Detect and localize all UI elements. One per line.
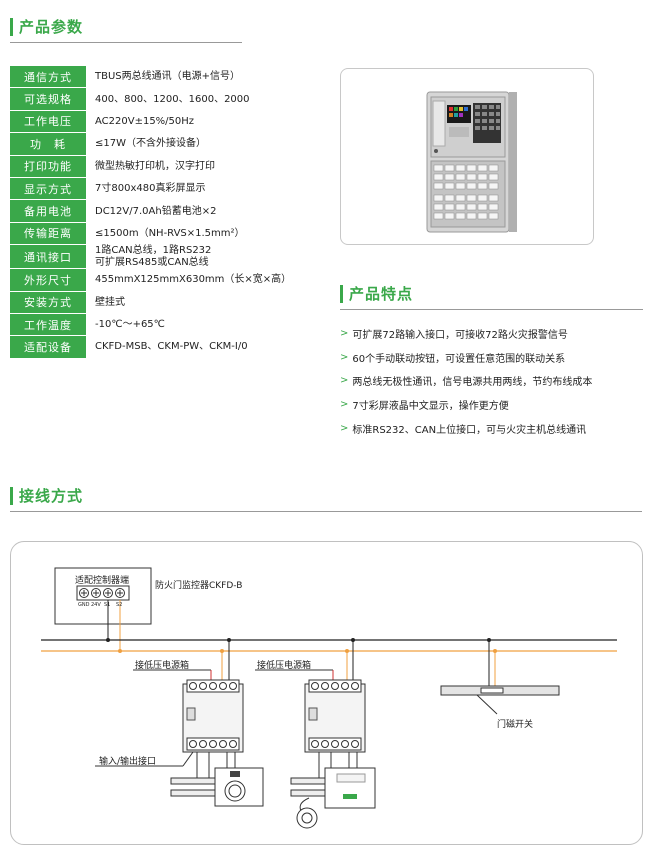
section-title-text: 产品参数 [19, 18, 84, 36]
io-module-2 [304, 679, 366, 753]
spec-row: 外形尺寸 455mmX125mmX630mm（长×宽×高） [10, 269, 328, 292]
spec-value-line: 微型热敏打印机，汉字打印 [95, 160, 215, 172]
spec-value-line: DC12V/7.0Ah铅蓄电池×2 [95, 205, 217, 217]
spec-value-line: ≤17W（不含外接设备） [95, 138, 206, 150]
controller-terminal-label: 适配控制器端 [75, 576, 130, 586]
controller-name: 防火门监控器CKFD-B [155, 581, 243, 591]
spec-row: 打印功能微型热敏打印机，汉字打印 [10, 155, 328, 178]
psu-label-2: 接低压电源箱 [257, 661, 312, 671]
spec-value-line: 1路CAN总线，1路RS232 [95, 245, 212, 257]
feature-item: >7寸彩屏液晶中文显示，操作更方便 [340, 393, 592, 417]
feature-item: >两总线无极性通讯，信号电源共用两线，节约布线成本 [340, 369, 592, 393]
spec-value-line: CKFD-MSB、CKM-PW、CKM-I/0 [95, 341, 248, 353]
spec-label: 可选规格 [10, 88, 86, 111]
door-magnet-switch [440, 685, 560, 715]
spec-value: ≤1500m（NH-RVS×1.5mm²） [86, 228, 245, 240]
spec-row: 安装方式壁挂式 [10, 291, 328, 314]
spec-row: 通信方式 TBUS两总线通讯（电源+信号） [10, 66, 328, 89]
spec-value: AC220V±15%/50Hz [86, 116, 194, 128]
spec-label: 显示方式 [10, 177, 86, 201]
title-accent-bar [10, 17, 13, 36]
spec-value: ≤17W（不含外接设备） [86, 138, 206, 150]
section-title-text: 产品特点 [349, 285, 414, 303]
spec-row: 功 耗 ≤17W（不含外接设备） [10, 133, 328, 156]
spec-value: DC12V/7.0Ah铅蓄电池×2 [86, 206, 216, 218]
feature-item: >标准RS232、CAN上位接口，可与火灾主机总线通讯 [340, 416, 592, 440]
spec-value: -10℃～+65℃ [86, 319, 165, 331]
spec-label: 打印功能 [10, 155, 86, 178]
terminal-label: GND [78, 602, 90, 608]
spec-value-line: 可扩展RS485或CAN总线 [95, 257, 209, 269]
spec-value: 壁挂式 [86, 297, 125, 309]
feature-marker: > [340, 328, 349, 340]
spec-label: 适配设备 [10, 336, 86, 359]
feature-text: 标准RS232、CAN上位接口，可与火灾主机总线通讯 [352, 424, 587, 436]
spec-row: 备用电池 DC12V/7.0Ah铅蓄电池×2 [10, 200, 328, 223]
section-title-params: 产品参数 [10, 16, 242, 43]
section-title-wiring: 接线方式 [10, 485, 642, 512]
title-underline [340, 309, 643, 310]
spec-value-line: ≤1500m（NH-RVS×1.5mm²） [95, 227, 245, 239]
spec-label: 备用电池 [10, 200, 86, 223]
feature-marker: > [340, 422, 349, 434]
spec-table: 通信方式 TBUS两总线通讯（电源+信号） 可选规格 400、800、1200、160… [10, 66, 328, 359]
spec-row: 工作温度 -10℃～+65℃ [10, 313, 328, 337]
spec-value: 455mmX125mmX630mm（长×宽×高） [86, 274, 291, 286]
title-accent-bar [340, 284, 343, 303]
feature-text: 两总线无极性通讯，信号电源共用两线，节约布线成本 [352, 377, 593, 389]
title-underline [10, 511, 642, 512]
feature-marker: > [340, 351, 349, 363]
spec-value-line: 455mmX125mmX630mm（长×宽×高） [95, 274, 292, 286]
section-title-text: 接线方式 [19, 487, 84, 505]
spec-label: 功 耗 [10, 133, 86, 156]
spec-row: 适配设备 CKFD-MSB、CKM-PW、CKM-I/0 [10, 336, 328, 359]
io-interface-label: 输入/输出接口 [99, 757, 157, 767]
spec-label: 外形尺寸 [10, 269, 86, 292]
spec-value: 微型热敏打印机，汉字打印 [86, 161, 215, 173]
spec-label: 安装方式 [10, 291, 86, 314]
io-module-1 [182, 679, 244, 753]
spec-row: 可选规格 400、800、1200、1600、2000 [10, 88, 328, 111]
spec-label: 通信方式 [10, 66, 86, 89]
spec-value: 400、800、1200、1600、2000 [86, 94, 250, 106]
spec-label: 工作温度 [10, 313, 86, 337]
spec-value-line: AC220V±15%/50Hz [95, 115, 195, 127]
spec-value-line: 7寸800x480真彩屏显示 [95, 183, 206, 195]
product-image [426, 91, 517, 233]
terminal-label: S2 [116, 602, 123, 608]
title-underline [10, 42, 242, 43]
spec-row: 工作电压 AC220V±15%/50Hz [10, 110, 328, 134]
spec-value-line: 壁挂式 [95, 296, 125, 308]
feature-marker: > [340, 375, 349, 387]
product-image-frame [340, 68, 594, 245]
feature-text: 7寸彩屏液晶中文显示，操作更方便 [352, 401, 509, 413]
spec-label: 工作电压 [10, 110, 86, 134]
psu-label-1: 接低压电源箱 [135, 661, 190, 671]
spec-label: 传输距离 [10, 222, 86, 246]
spec-value-line: TBUS两总线通讯（电源+信号） [95, 71, 241, 83]
feature-marker: > [340, 399, 349, 411]
feature-text: 60个手动联动按钮，可设置任意范围的联动关系 [352, 353, 566, 365]
spec-label: 通讯接口 [10, 245, 86, 270]
spec-value-line: 400、800、1200、1600、2000 [95, 93, 250, 105]
wiring-diagram-svg [41, 567, 617, 829]
terminal-label: S1 [104, 602, 111, 608]
feature-item: >可扩展72路输入接口，可接收72路火灾报警信号 [340, 322, 592, 346]
section-title-features: 产品特点 [340, 283, 643, 310]
feature-text: 可扩展72路输入接口，可接收72路火灾报警信号 [352, 330, 568, 342]
title-accent-bar [10, 486, 13, 505]
spec-row: 显示方式 7寸800x480真彩屏显示 [10, 177, 328, 201]
terminal-label: 24V [91, 602, 101, 608]
feature-item: >60个手动联动按钮，可设置任意范围的联动关系 [340, 346, 592, 370]
spec-value: 7寸800x480真彩屏显示 [86, 183, 205, 195]
door-magnet-label: 门磁开关 [497, 720, 534, 730]
features-list: >可扩展72路输入接口，可接收72路火灾报警信号>60个手动联动按钮，可设置任意… [340, 322, 592, 440]
spec-value-line: -10℃～+65℃ [95, 319, 165, 331]
spec-value: TBUS两总线通讯（电源+信号） [86, 71, 240, 83]
spec-row: 传输距离 ≤1500m（NH-RVS×1.5mm²） [10, 222, 328, 246]
spec-value: CKFD-MSB、CKM-PW、CKM-I/0 [86, 341, 248, 353]
